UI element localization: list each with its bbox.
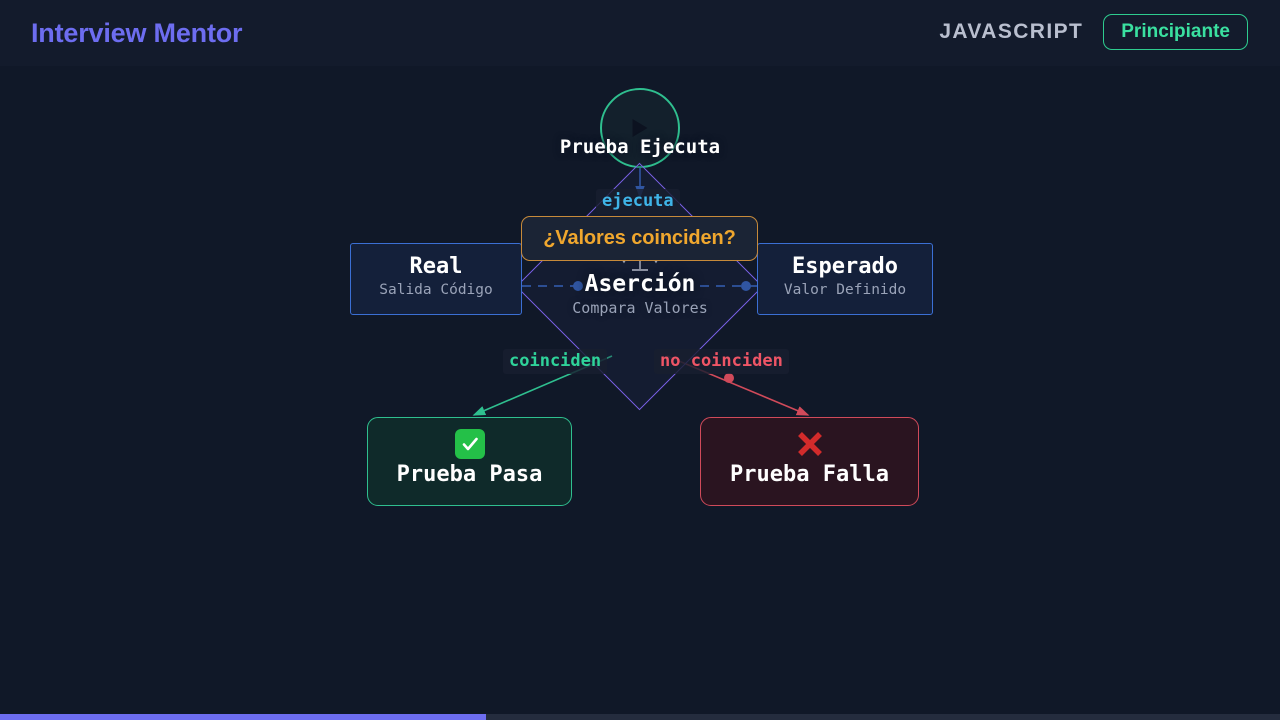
node-test-runs-label: Prueba Ejecuta <box>559 136 721 158</box>
tooltip-values-match: ¿Valores coinciden? <box>521 216 758 261</box>
diagram-canvas: Prueba Ejecuta Aserción Compara Valores … <box>0 66 1280 706</box>
node-test-fail[interactable]: Prueba Falla <box>700 417 919 506</box>
edge-label-execute: ejecuta <box>596 189 680 215</box>
node-expected-title: Esperado <box>792 254 898 279</box>
node-actual-title: Real <box>409 254 463 279</box>
check-mark-icon <box>454 429 485 459</box>
node-assertion-text: Aserción Compara Valores <box>520 271 760 317</box>
edge-label-match: coinciden <box>503 349 608 375</box>
tooltip-text: ¿Valores coinciden? <box>543 227 736 249</box>
pass-icon-wrap <box>368 429 571 459</box>
node-test-runs[interactable] <box>600 88 680 168</box>
node-actual-value[interactable]: Real Salida Código <box>350 243 522 315</box>
node-test-fail-label: Prueba Falla <box>730 462 889 487</box>
edge-dot-left <box>573 281 583 291</box>
edge-dot-right <box>741 281 751 291</box>
app-header: Interview Mentor JAVASCRIPT Principiante <box>0 0 1280 66</box>
difficulty-badge: Principiante <box>1103 14 1248 50</box>
node-expected-value[interactable]: Esperado Valor Definido <box>757 243 933 315</box>
language-label: JAVASCRIPT <box>939 20 1084 43</box>
fail-icon-wrap <box>701 429 918 459</box>
edge-dot-fail <box>724 373 734 383</box>
node-assertion-subtitle: Compara Valores <box>572 299 708 318</box>
play-icon <box>632 119 648 137</box>
node-test-pass[interactable]: Prueba Pasa <box>367 417 572 506</box>
edge-label-no-match: no coinciden <box>654 349 789 375</box>
node-assertion-title: Aserción <box>584 271 696 297</box>
progress-bar-track[interactable] <box>0 714 1280 720</box>
header-right-group: JAVASCRIPT Principiante <box>939 14 1248 50</box>
node-actual-subtitle: Salida Código <box>379 282 493 299</box>
app-title: Interview Mentor <box>31 18 243 48</box>
node-test-pass-label: Prueba Pasa <box>396 462 543 487</box>
cross-mark-icon <box>797 432 822 456</box>
progress-bar-fill <box>0 714 487 720</box>
node-expected-subtitle: Valor Definido <box>783 282 907 299</box>
